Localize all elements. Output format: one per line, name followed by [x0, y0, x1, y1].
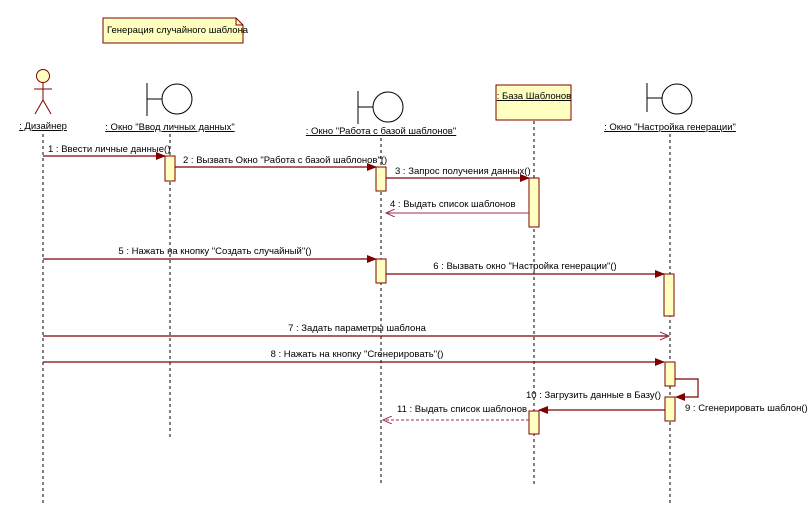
activation-bar: [528, 177, 540, 228]
message-8[interactable]: 8 : Нажать на кнопку "Сгенерировать"(): [43, 349, 665, 366]
message-label: 9 : Сгенерировать шаблон(): [685, 403, 808, 414]
message-7[interactable]: 7 : Задать параметры шаблона: [43, 323, 671, 341]
message-label: 2 : Вызвать Окно "Работа с базой шаблоно…: [183, 155, 387, 166]
message-label: 6 : Вызвать окно "Настройка генерации"(): [433, 261, 616, 272]
message-6[interactable]: 6 : Вызвать окно "Настройка генерации"(): [386, 261, 665, 278]
message-label: 11 : Выдать список шаблонов: [397, 404, 527, 415]
message-10[interactable]: 10 : Загрузить данные в Базу(): [526, 390, 665, 414]
message-9[interactable]: 9 : Сгенерировать шаблон(): [675, 378, 808, 414]
message-2[interactable]: 2 : Вызвать Окно "Работа с базой шаблоно…: [175, 155, 387, 171]
message-4[interactable]: 4 : Выдать список шаблонов: [386, 199, 529, 213]
message-label: 4 : Выдать список шаблонов: [390, 199, 516, 210]
lifeline-label: : Дизайнер: [19, 121, 67, 132]
activation-bar: [663, 273, 675, 317]
boundary-icon: [146, 83, 193, 116]
lifeline-personal-data-window[interactable]: : Окно "Ввод личных данных": [105, 83, 235, 440]
message-11[interactable]: 11 : Выдать список шаблонов: [383, 404, 529, 420]
lifeline-label: : Окно "Настройка генерации": [604, 122, 736, 133]
lifeline-template-db-window[interactable]: : Окно "Работа с базой шаблонов": [306, 91, 456, 485]
message-3[interactable]: 3 : Запрос получения данных(): [386, 166, 531, 182]
message-5[interactable]: 5 : Нажать на кнопку "Создать случайный"…: [43, 246, 377, 263]
activation-bar: [375, 258, 387, 284]
message-label: 10 : Загрузить данные в Базу(): [526, 390, 661, 401]
activation-bar: [528, 410, 540, 435]
boundary-icon: [357, 91, 404, 124]
message-label: 5 : Нажать на кнопку "Создать случайный"…: [118, 246, 311, 257]
note-text: Генерация случайного шаблона: [107, 25, 249, 36]
message-label: 8 : Нажать на кнопку "Сгенерировать"(): [271, 349, 444, 360]
note[interactable]: Генерация случайного шаблона: [102, 17, 249, 44]
actor-icon: [34, 69, 52, 115]
lifeline-label: : Окно "Работа с базой шаблонов": [306, 126, 456, 137]
activation-bar: [375, 166, 387, 192]
boundary-icon: [646, 83, 693, 115]
activations: [164, 155, 676, 435]
lifeline-label: : База Шаблонов: [497, 91, 571, 102]
activation-bar: [164, 155, 176, 182]
activation-bar: [664, 361, 676, 387]
lifeline-generation-settings-window[interactable]: : Окно "Настройка генерации": [604, 83, 736, 506]
message-1[interactable]: 1 : Ввести личные данные(): [43, 144, 170, 160]
lifeline-label: : Окно "Ввод личных данных": [105, 122, 234, 133]
lifeline-designer[interactable]: : Дизайнер: [19, 69, 67, 507]
activation-bar: [664, 396, 676, 422]
message-label: 7 : Задать параметры шаблона: [288, 323, 426, 334]
message-label: 1 : Ввести личные данные(): [48, 144, 170, 155]
message-label: 3 : Запрос получения данных(): [395, 166, 531, 177]
